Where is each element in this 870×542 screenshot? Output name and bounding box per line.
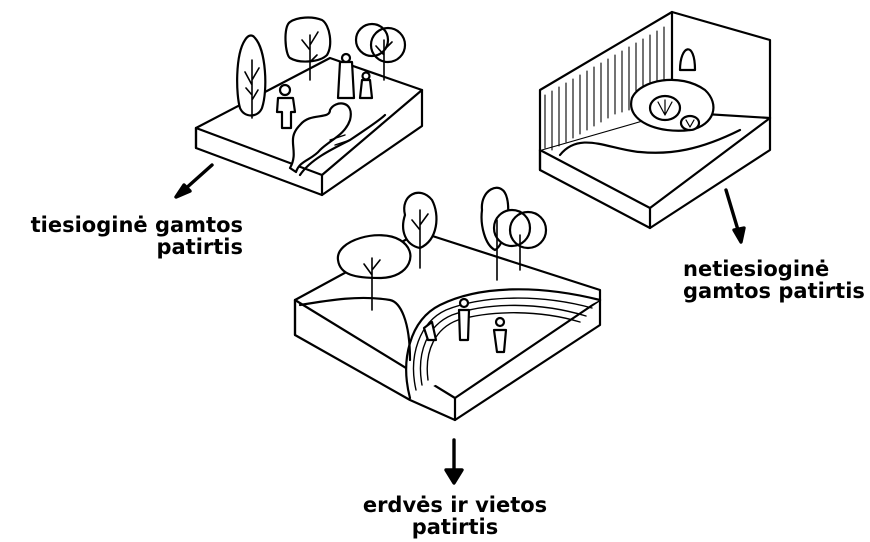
arrow-direct — [176, 165, 212, 197]
caption-indirect-line2: gamtos patirtis — [683, 280, 865, 302]
caption-direct-nature-experience: tiesioginė gamtos patirtis — [31, 214, 243, 258]
caption-direct-line2: patirtis — [31, 236, 243, 258]
caption-indirect-line1: netiesioginė — [683, 258, 865, 280]
direct-nature-block — [196, 18, 422, 195]
indirect-nature-block — [540, 12, 770, 228]
caption-indirect-nature-experience: netiesioginė gamtos patirtis — [683, 258, 865, 302]
arrow-space — [446, 440, 462, 483]
caption-space-line2: patirtis — [360, 516, 550, 538]
space-place-block — [295, 188, 600, 420]
caption-space-line1: erdvės ir vietos — [360, 494, 550, 516]
caption-space-place-experience: erdvės ir vietos patirtis — [360, 494, 550, 538]
caption-direct-line1: tiesioginė gamtos — [31, 214, 243, 236]
cypress-tree — [237, 36, 265, 118]
arrow-indirect — [726, 190, 744, 242]
